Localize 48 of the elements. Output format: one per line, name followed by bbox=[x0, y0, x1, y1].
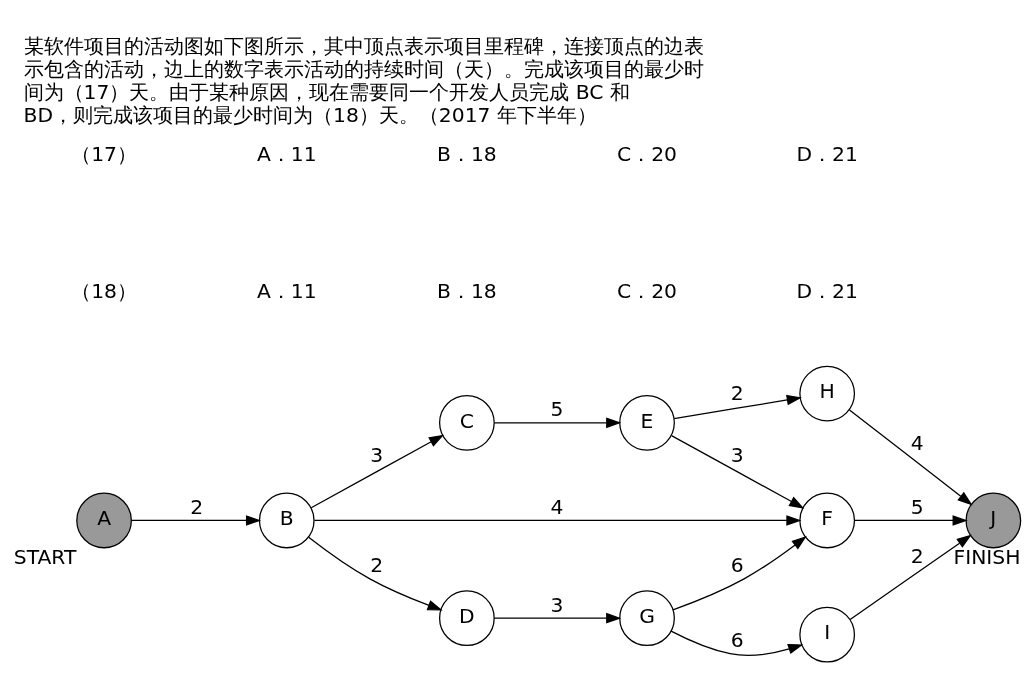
arrow bbox=[854, 515, 968, 526]
arrow bbox=[130, 515, 262, 526]
arrow bbox=[493, 612, 622, 624]
node-circle: B bbox=[258, 492, 315, 549]
node-circle: D bbox=[439, 590, 495, 647]
edge-label: 4 bbox=[910, 431, 924, 456]
edge-label: 6 bbox=[730, 628, 744, 653]
arrow bbox=[310, 434, 445, 509]
label: B．18 bbox=[437, 279, 497, 304]
label: A．11 bbox=[256, 142, 317, 167]
edge-label: 3 bbox=[550, 592, 564, 617]
edge-label: 5 bbox=[550, 397, 564, 422]
node-circle: A bbox=[76, 492, 132, 549]
label: （18） bbox=[71, 279, 137, 304]
edge-label: 2 bbox=[910, 544, 924, 569]
label: D．21 bbox=[796, 279, 858, 304]
edge-label: 2 bbox=[370, 553, 384, 578]
edge-label: 2 bbox=[190, 494, 204, 519]
arrow bbox=[493, 417, 622, 429]
node-circle: F bbox=[799, 492, 856, 549]
arrow bbox=[848, 409, 973, 506]
arrow bbox=[672, 536, 807, 611]
edge-label: 6 bbox=[730, 553, 744, 578]
arrow bbox=[670, 434, 805, 509]
label: B．18 bbox=[437, 142, 497, 167]
node-circle: G bbox=[619, 590, 675, 647]
arrow bbox=[670, 630, 804, 657]
edge-label: 2 bbox=[730, 380, 744, 405]
edge-label: 3 bbox=[730, 442, 744, 467]
label: C．20 bbox=[617, 279, 678, 304]
arrow bbox=[849, 534, 972, 621]
arrow bbox=[313, 515, 802, 526]
label: C．20 bbox=[617, 142, 678, 167]
edge-label: 3 bbox=[370, 442, 384, 467]
edge-label: 4 bbox=[550, 494, 564, 519]
label: D．21 bbox=[796, 142, 858, 167]
label: （17） bbox=[71, 142, 137, 167]
node-label: START bbox=[13, 544, 77, 569]
diagram-title: 某软件项目的活动图如下图所示，其中顶点表示项目里程碑，连接顶点的边表示包含的活动，边上的数字表示活动的持续时间（天）。完成该项目的最少时间为（17）天。由于某种原因，现在需要同一个开发人员完成 BC 和 BD，则完成该项目的最少时间为（18）天。（2017 年下半年） bbox=[23, 34, 704, 127]
arrow bbox=[308, 536, 443, 611]
node-circle: H bbox=[799, 365, 856, 422]
label: A．11 bbox=[256, 279, 317, 304]
arrow bbox=[673, 394, 802, 420]
node-circle: E bbox=[619, 394, 675, 451]
node-circle: I bbox=[799, 606, 856, 663]
node-circle: C bbox=[439, 394, 495, 451]
node-circle: J bbox=[965, 492, 1022, 549]
edge-label: 5 bbox=[910, 494, 924, 519]
